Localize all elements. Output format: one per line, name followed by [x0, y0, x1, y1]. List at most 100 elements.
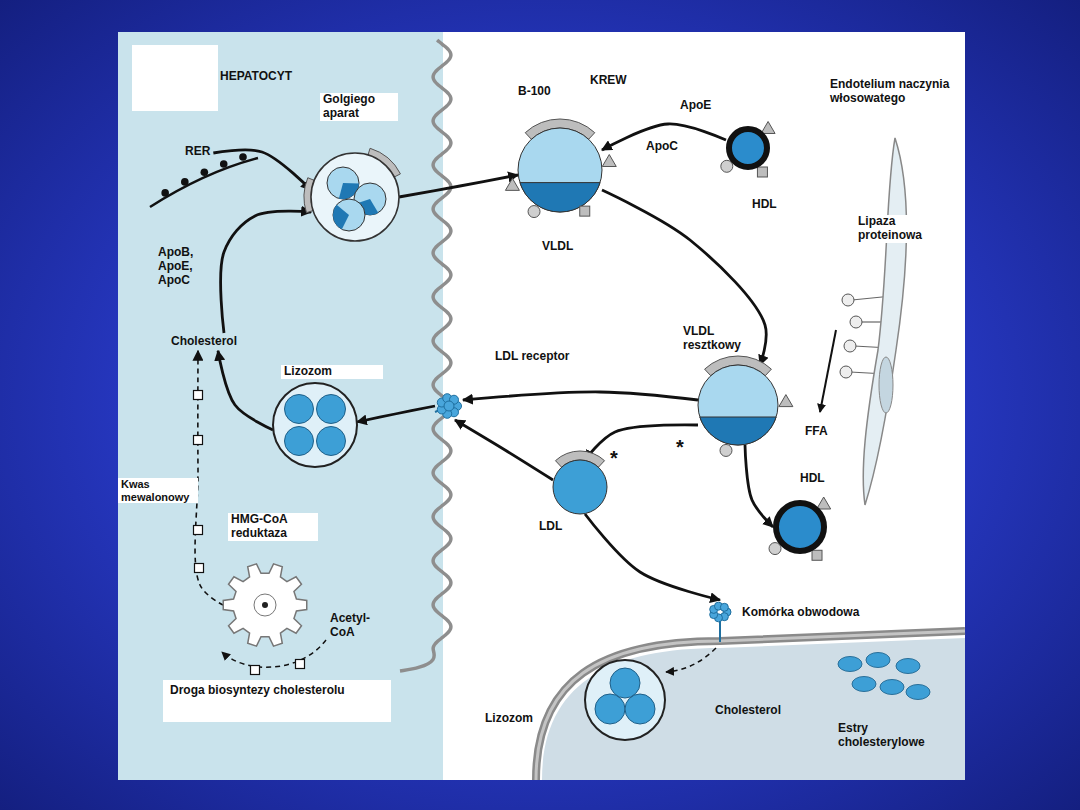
drawing-part [553, 451, 607, 514]
callout-mark: * [676, 436, 684, 459]
drawing-part [223, 564, 306, 646]
ribosomes [161, 153, 246, 196]
drawing-part [585, 660, 665, 740]
drawing-part [838, 653, 930, 700]
drawing-part [757, 167, 767, 177]
drawing-part [779, 395, 793, 407]
node-label: Cholesterol [715, 704, 781, 718]
drawing-part [698, 365, 778, 445]
flow-arrow [602, 124, 726, 150]
drawing-part [866, 653, 890, 668]
drawing-part [812, 550, 822, 560]
drawing-part [852, 677, 876, 692]
flow-arrow [218, 351, 273, 430]
drawing-part [721, 160, 733, 172]
node-label: B-100 [518, 85, 551, 99]
drawing-part [333, 199, 365, 231]
drawing-part [721, 121, 775, 177]
text-label: Droga biosyntezy cholesterolu [167, 684, 348, 698]
text-label: ApoE [680, 99, 711, 113]
node-label: HDL [800, 472, 825, 486]
drawing-part [906, 685, 930, 700]
hepatocyte-cytoplasm [118, 32, 443, 780]
drawing-part [273, 383, 357, 467]
drawing-part [220, 160, 228, 168]
lipo-shape [518, 128, 602, 212]
drawing-part [720, 444, 732, 456]
drawing-part [769, 497, 831, 560]
text-node: RER [182, 143, 213, 161]
drawing-part [776, 503, 824, 551]
drawing-part [327, 167, 359, 199]
node-label: Estry cholesterylowe [838, 722, 933, 750]
drawing-part [896, 659, 920, 674]
lipo-node: LDL [553, 460, 607, 514]
drawing-part [444, 401, 454, 411]
drawing-part [840, 366, 852, 378]
drawing-part [844, 340, 856, 352]
flow-arrow [221, 211, 311, 333]
drawing-part [285, 395, 314, 424]
node-label: Golgiego aparat [320, 93, 398, 121]
rer-membrane [150, 158, 258, 207]
node-label: Cholesterol [171, 335, 237, 349]
flow-arrow [213, 150, 311, 190]
drawing-part [585, 660, 665, 740]
lyso-shape [273, 383, 357, 467]
node-label: HMG-CoA reduktaza [228, 513, 318, 541]
flow-arrow [455, 420, 553, 480]
lipo-shape [553, 460, 607, 514]
node-label: VLDL [542, 240, 573, 254]
node-label: RER [185, 145, 210, 159]
lyso-node: Lizozom [585, 660, 665, 740]
drawing-part [201, 168, 209, 176]
drawing-part [505, 119, 616, 218]
hdl-shape [773, 500, 827, 554]
drawing-part [285, 427, 314, 456]
spindle-node: Endotelium naczynia włosowatego [850, 130, 930, 510]
flow-arrow [585, 425, 698, 460]
drawing-part [595, 694, 625, 724]
gear-shape [223, 563, 307, 647]
drawing-part [311, 153, 399, 241]
drawing-part [296, 660, 305, 669]
blank-box [163, 680, 391, 722]
drawing-part [769, 543, 781, 555]
drawing-part [333, 205, 349, 230]
drawing-part [602, 155, 616, 167]
drawing-part [239, 153, 247, 161]
text-node: Cholesterol [712, 702, 784, 720]
hdl-node: HDL [773, 500, 827, 554]
drawing-part [761, 121, 775, 133]
panel [118, 32, 965, 780]
drawing-part [273, 383, 357, 467]
gear-node: HMG-CoA reduktaza [223, 563, 307, 647]
text-node: Cholesterol [168, 333, 240, 351]
drawing-part [850, 316, 862, 328]
callout-mark: * [610, 447, 618, 470]
drawing-part [254, 594, 276, 616]
drawing-part [863, 138, 906, 505]
drawing-part [729, 129, 767, 167]
ffa-arrow [820, 330, 836, 412]
drawing-part [698, 356, 793, 456]
recep-node: LDL receptor [435, 392, 463, 420]
drawing-part [700, 417, 776, 445]
drawing-part [435, 394, 462, 419]
golgi-shape [311, 153, 399, 241]
drawing-part [181, 178, 189, 186]
lyso-node: Lizozom [273, 383, 357, 467]
node-label: Endotelium naczynia włosowatego [830, 78, 965, 106]
hdl-shape [726, 126, 770, 170]
lipo-shape [698, 365, 778, 445]
flow-arrow [463, 392, 698, 400]
drawing-part [536, 602, 965, 780]
lyso-shape [585, 660, 665, 740]
flow-arrow [745, 445, 773, 527]
drawing-part [262, 602, 268, 608]
text-label: Kwas mewalonowy [118, 478, 198, 503]
droplets-node: Estry cholesterylowe [838, 652, 922, 702]
text-label: HEPATOCYT [220, 70, 292, 84]
